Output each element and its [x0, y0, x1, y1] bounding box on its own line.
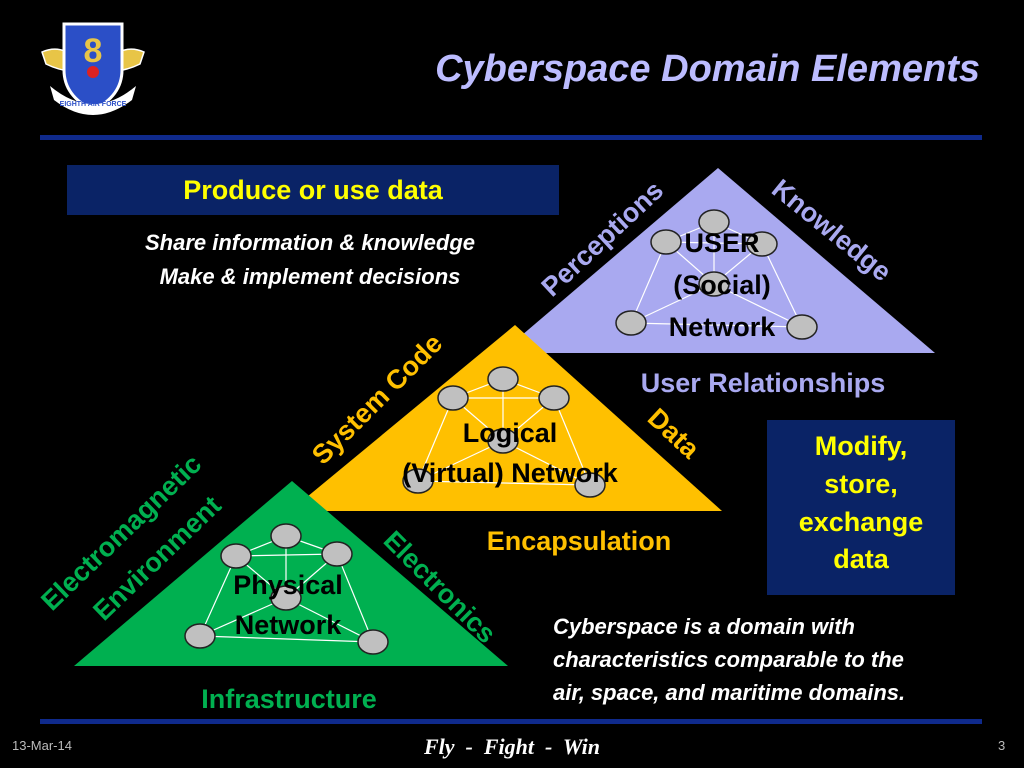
page-number: 3	[998, 738, 1006, 753]
physical-layer-triangle	[74, 481, 508, 666]
emblem-digit: 8	[84, 32, 103, 70]
user-network-label-2: (Social)	[673, 270, 771, 300]
logical-layer: Logical (Virtual) Network System Code Da…	[290, 325, 722, 556]
physical-network-label-2: Network	[235, 610, 343, 640]
user-relationships-label: User Relationships	[641, 368, 886, 398]
share-line-1: Share information & knowledge	[144, 230, 476, 255]
eighth-air-force-emblem: 8 EIGHTH AIR FORCE	[41, 22, 145, 115]
cyber-note-line-3: air, space, and maritime domains.	[553, 680, 906, 705]
user-network-label-1: USER	[684, 228, 759, 258]
produce-data-box: Produce or use data	[67, 165, 559, 215]
user-layer-triangle	[501, 168, 935, 353]
cyberspace-note: Cyberspace is a domain with characterist…	[553, 610, 1015, 709]
physical-network-links	[199, 535, 374, 643]
logical-network-label-1: Logical	[463, 418, 558, 448]
physical-network-nodes	[184, 523, 389, 655]
bottom-divider	[40, 719, 982, 724]
modify-line-1: Modify,	[814, 431, 908, 461]
eighth-air-force-shield-icon	[41, 22, 145, 115]
page-title: Cyberspace Domain Elements	[435, 48, 980, 90]
modify-line-3: exchange	[798, 506, 924, 537]
user-layer: USER (Social) Network Perceptions Knowle…	[501, 168, 935, 398]
logical-network-label-2: (Virtual) Network	[402, 458, 619, 488]
emblem-ribbon-text: EIGHTH AIR FORCE	[60, 101, 127, 108]
logical-network-nodes	[402, 366, 606, 498]
modify-line-2: store,	[824, 468, 898, 499]
user-network-nodes	[615, 209, 818, 340]
footer-date: 13-Mar-14	[12, 738, 72, 753]
modify-line-4: data	[833, 544, 889, 575]
top-divider	[40, 135, 982, 140]
infrastructure-label: Infrastructure	[201, 684, 377, 714]
share-line-2: Make & implement decisions	[159, 264, 461, 289]
cyber-note-line-1: Cyberspace is a domain with	[553, 614, 855, 639]
logical-layer-triangle	[290, 325, 722, 511]
footer-motto: Fly - Fight - Win	[423, 734, 601, 759]
modify-data-box: Modify, store, exchange data	[767, 420, 955, 595]
cyber-note-line-2: characteristics comparable to the	[553, 647, 904, 672]
encapsulation-label: Encapsulation	[487, 526, 672, 556]
physical-network-label-1: Physical	[233, 570, 343, 600]
user-network-label-3: Network	[669, 312, 777, 342]
